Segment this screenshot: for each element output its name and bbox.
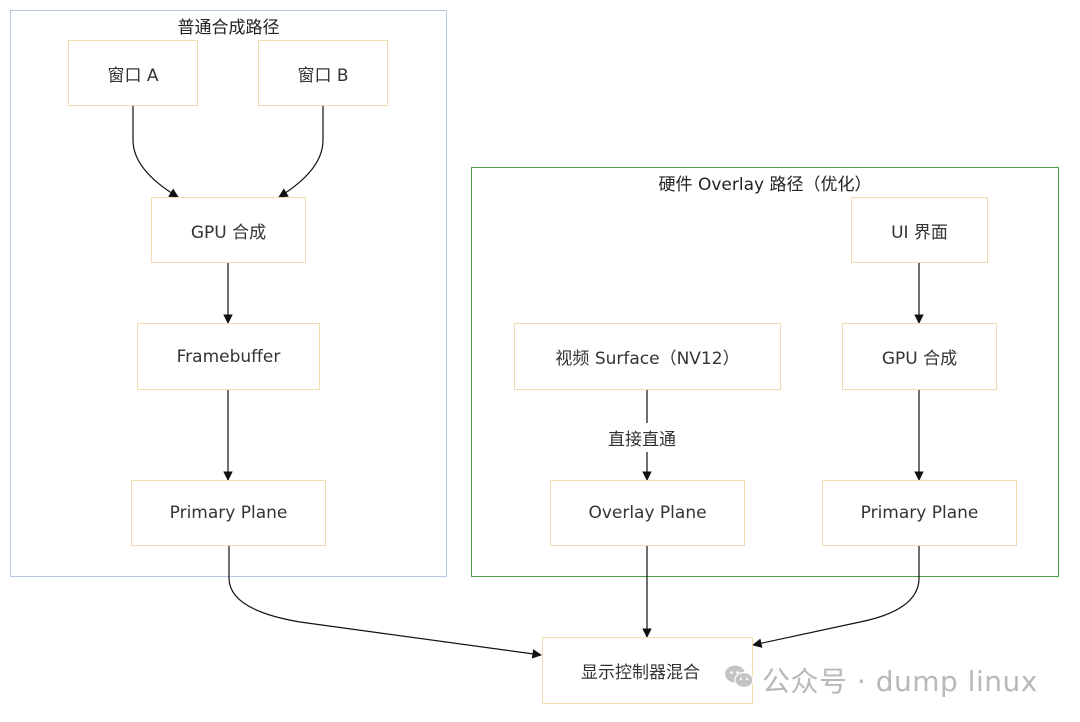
node-primary-plane-left-label: Primary Plane: [169, 503, 288, 523]
edge-label-direct: 直接直通: [604, 423, 680, 452]
node-framebuffer: Framebuffer: [137, 323, 320, 390]
node-window-b: 窗口 B: [258, 40, 388, 106]
node-gpu-compose-right-label: GPU 合成: [881, 349, 958, 369]
node-ui-surface: UI 界面: [851, 197, 988, 263]
node-video-surface-label: 视频 Surface（NV12）: [555, 349, 740, 369]
node-window-b-label: 窗口 B: [297, 65, 349, 86]
node-overlay-plane: Overlay Plane: [550, 480, 745, 546]
node-display-controller: 显示控制器混合: [542, 637, 753, 704]
node-framebuffer-label: Framebuffer: [176, 346, 281, 367]
node-gpu-compose-right: GPU 合成: [842, 323, 997, 390]
edge-window-a-to-gpu: [132, 106, 179, 198]
node-window-a-label: 窗口 A: [107, 65, 159, 86]
watermark-text: 公众号 · dump linux: [762, 665, 1038, 698]
wechat-icon: [724, 664, 754, 697]
node-gpu-compose-left: GPU 合成: [151, 197, 306, 263]
node-window-a: 窗口 A: [68, 40, 198, 106]
cluster-normal-title: 普通合成路径: [177, 18, 280, 38]
edge-primary-right-to-display: [752, 546, 920, 648]
node-primary-plane-left: Primary Plane: [131, 480, 326, 546]
node-overlay-plane-label: Overlay Plane: [588, 503, 707, 523]
node-display-controller-label: 显示控制器混合: [581, 663, 700, 683]
watermark: 公众号 · dump linux: [724, 660, 1038, 700]
node-ui-surface-label: UI 界面: [891, 222, 948, 243]
edge-window-b-to-gpu: [278, 106, 324, 198]
cluster-overlay-title: 硬件 Overlay 路径（优化）: [658, 175, 872, 195]
node-primary-plane-right-label: Primary Plane: [860, 503, 979, 523]
edge-primary-left-to-display: [228, 546, 542, 659]
node-primary-plane-right: Primary Plane: [822, 480, 1017, 546]
node-gpu-compose-left-label: GPU 合成: [190, 222, 267, 243]
node-video-surface: 视频 Surface（NV12）: [514, 323, 781, 390]
